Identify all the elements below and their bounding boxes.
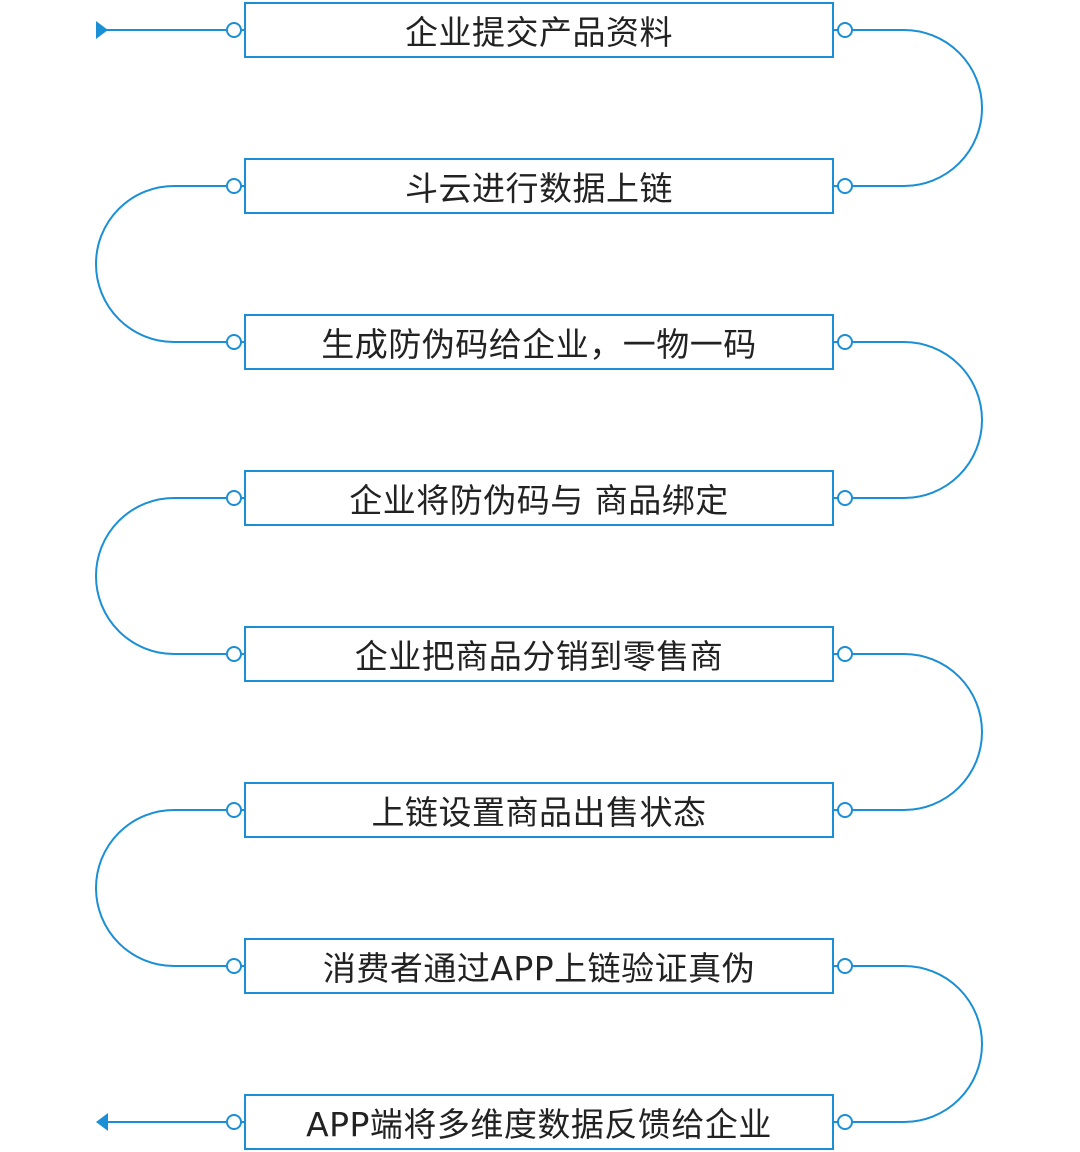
step-box-7: 消费者通过APP上链验证真伪 [244,938,834,994]
connector-circle-5-left [226,646,242,662]
step-label: 生成防伪码给企业，一物一码 [321,325,757,364]
step-label: 企业将防伪码与 商品绑定 [349,481,729,520]
step-box-5: 企业把商品分销到零售商 [244,626,834,682]
connector-loop-4-5 [95,497,226,655]
step-box-8: APP端将多维度数据反馈给企业 [244,1094,834,1150]
step-label: 斗云进行数据上链 [405,169,673,208]
connector-circle-3-right [837,334,853,350]
arrow-left-icon [96,1113,108,1131]
step-label: 上链设置商品出售状态 [371,793,707,832]
connector-circle-3-left [226,334,242,350]
arrow-right-icon [96,21,108,39]
step-label: 企业把商品分销到零售商 [354,637,724,676]
connector-loop-3-4 [852,341,983,499]
connector-loop-7-8 [852,965,983,1123]
connector-circle-6-right [837,802,853,818]
connector-circle-5-right [837,646,853,662]
step-box-4: 企业将防伪码与 商品绑定 [244,470,834,526]
step-box-1: 企业提交产品资料 [244,2,834,58]
connector-circle-1-right [837,22,853,38]
connector-circle-2-left [226,178,242,194]
connector-circle-1-left [226,22,242,38]
connector-circle-8-left [226,1114,242,1130]
connector-circle-8-right [837,1114,853,1130]
connector-circle-4-right [837,490,853,506]
connector-loop-6-7 [95,809,226,967]
connector-stubs [242,29,838,1123]
connector-circle-7-right [837,958,853,974]
step-box-2: 斗云进行数据上链 [244,158,834,214]
connector-circle-2-right [837,178,853,194]
step-label: 消费者通过APP上链验证真伪 [322,949,756,988]
connector-loop-5-6 [852,653,983,811]
step-label: 企业提交产品资料 [405,13,673,52]
step-label: APP端将多维度数据反馈给企业 [306,1105,772,1144]
step-box-6: 上链设置商品出售状态 [244,782,834,838]
connector-circle-4-left [226,490,242,506]
connector-circle-7-left [226,958,242,974]
connector-loop-1-2 [852,29,983,187]
connector-loop-2-3 [95,185,226,343]
connector-circle-6-left [226,802,242,818]
step-box-3: 生成防伪码给企业，一物一码 [244,314,834,370]
